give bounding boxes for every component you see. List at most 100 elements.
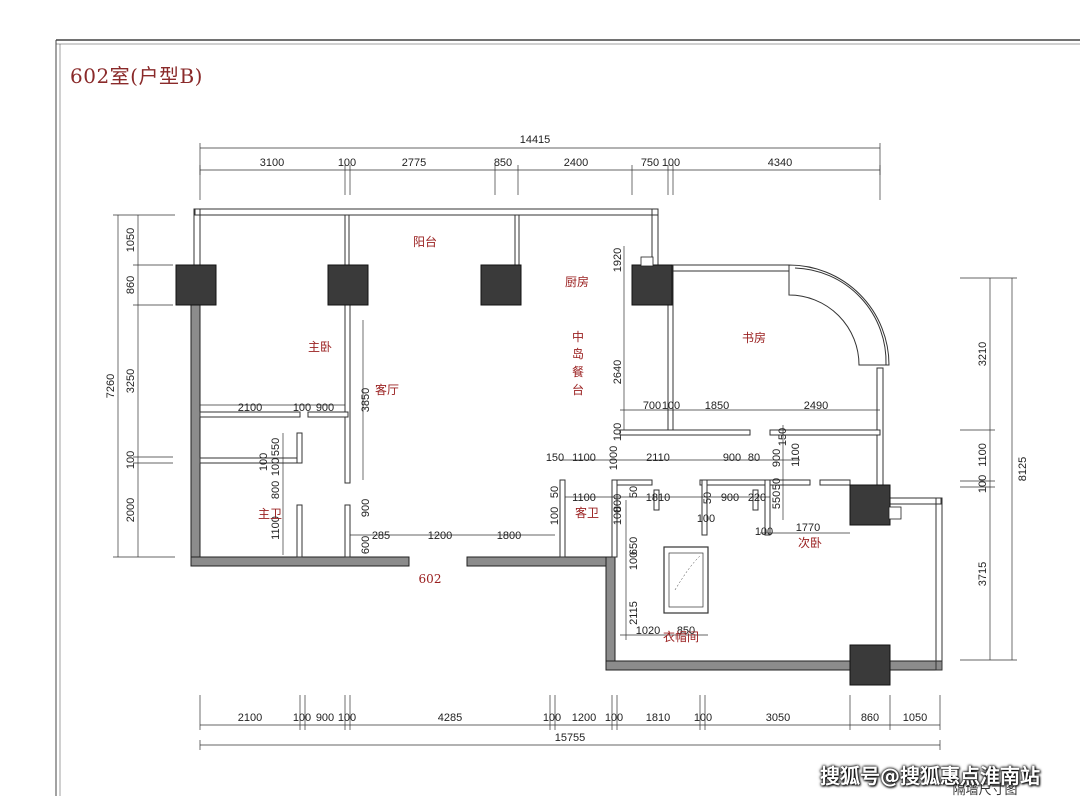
dim-top-4: 2400	[564, 157, 588, 169]
bedroom-window-north	[888, 497, 942, 505]
label-living-room: 客厅	[375, 382, 399, 397]
dim-living-v: 3850	[360, 388, 372, 412]
dim-v100c: 100	[628, 552, 640, 570]
label-island-2: 餐	[572, 364, 584, 379]
column-2	[327, 264, 369, 306]
dim-w650: 650	[628, 537, 640, 555]
dim-w850: 850	[677, 625, 695, 637]
dim-w2115: 2115	[628, 601, 640, 625]
dim-v1100: 1100	[790, 443, 802, 467]
dim-v100s-2: 100	[697, 513, 715, 525]
dim-bottom-11: 860	[861, 712, 879, 724]
dim-b1200: 1200	[428, 530, 452, 542]
second-bedroom-west-wall	[764, 479, 771, 536]
south-wall-mid	[466, 556, 616, 567]
dimension-lines	[113, 143, 1017, 750]
dim-top-total: 14415	[520, 134, 551, 146]
wardrobe-east-wall	[701, 479, 708, 536]
label-island-1: 岛	[572, 346, 584, 361]
label-master-bedroom: 主卧	[308, 340, 332, 354]
dim-study-3: 2490	[804, 400, 828, 412]
dim-mid-2: 1000	[608, 446, 620, 470]
column-3	[480, 264, 522, 306]
column-6	[849, 644, 891, 686]
label-island-0: 中	[572, 329, 584, 344]
dim-left-0: 1050	[125, 228, 137, 252]
dim-bottom-8: 1810	[646, 712, 670, 724]
master-bath-east-wall	[296, 504, 303, 558]
guest-bath-west-wall	[559, 479, 566, 558]
dim-top-5: 750	[641, 157, 659, 169]
dim-left-2: 3250	[125, 369, 137, 393]
dim-left-1: 860	[125, 276, 137, 294]
dim-mid-4: 900	[723, 452, 741, 464]
dim-low-3: 220	[748, 492, 766, 504]
dim-left-3: 100	[125, 451, 137, 469]
dim-right-0: 3210	[977, 342, 989, 366]
dim-mbath-3: 800	[270, 481, 282, 499]
dim-mid-0: 150	[546, 452, 564, 464]
dim-bottom-6: 1200	[572, 712, 596, 724]
dim-bottom-4: 4285	[438, 712, 462, 724]
dim-bottom-1: 100	[293, 712, 311, 724]
dim-bottom-2: 900	[316, 712, 334, 724]
balcony-window-north	[194, 208, 659, 216]
dim-low-1: 1810	[646, 492, 670, 504]
dim-island-v: 2640	[612, 360, 624, 384]
dim-mb-1: 100	[293, 402, 311, 414]
bedroom-window-east	[935, 497, 943, 671]
dim-b285: 285	[372, 530, 390, 542]
dim-right-outer: 8125	[1017, 457, 1029, 481]
label-balcony: 阳台	[413, 234, 437, 249]
south-wall-right	[605, 660, 943, 671]
dim-top-6: 100	[662, 157, 680, 169]
label-island-3: 台	[572, 382, 584, 397]
master-bath-north-wall	[199, 457, 301, 464]
study-window-north	[672, 264, 790, 272]
dim-mbath-0: 550	[270, 438, 282, 456]
dim-bottom-total: 15755	[555, 732, 586, 744]
label-master-bath: 主卫	[258, 507, 282, 521]
dim-v100a: 100	[612, 423, 624, 441]
dim-bottom-7: 100	[605, 712, 623, 724]
wardrobe-west-wall	[605, 556, 616, 671]
walls	[175, 208, 943, 686]
dim-v800: 800	[612, 494, 624, 512]
dim-low-0: 1100	[572, 492, 596, 504]
master-bedroom-south-wall	[199, 411, 301, 418]
dim-top-1: 100	[338, 157, 356, 169]
guest-bath-east-wall	[611, 479, 618, 558]
dim-mbath-2: 100	[270, 458, 282, 476]
dim-bottom-12: 1050	[903, 712, 927, 724]
label-guest-bath: 客卫	[575, 505, 599, 520]
dim-top-2: 2775	[402, 157, 426, 169]
dim-left-4: 2000	[125, 498, 137, 522]
label-partition-dimension-drawing: 隔墙尺寸图	[952, 783, 1017, 796]
sheet-frame	[55, 39, 1080, 796]
balcony-partition-1	[344, 214, 350, 266]
dim-mid-1: 1100	[572, 452, 596, 464]
column-5	[849, 484, 891, 526]
dim-right-1: 1100	[977, 443, 989, 467]
dim-top-0: 3100	[260, 157, 284, 169]
west-wall	[190, 299, 201, 567]
dim-mid-5: 80	[748, 452, 760, 464]
room-labels: 阳台 厨房 主卧 客厅 中 岛 餐 台 书房 主卫 客卫 次卧 衣帽间 602	[258, 234, 822, 644]
column-4	[631, 264, 673, 306]
dim-v50-1: 50	[628, 486, 640, 498]
dim-bottom-10: 3050	[766, 712, 790, 724]
dim-v100b: 100	[755, 526, 773, 538]
dim-bottom-9: 100	[694, 712, 712, 724]
dim-v1770: 1770	[796, 522, 820, 534]
dim-top-7: 4340	[768, 157, 792, 169]
dim-left-outer: 7260	[105, 374, 117, 398]
label-unit-number: 602	[419, 572, 442, 586]
dim-mb-0: 2100	[238, 402, 262, 414]
dim-top-3: 850	[494, 157, 512, 169]
study-window-east	[876, 367, 884, 487]
dim-door-900: 900	[360, 499, 372, 517]
label-wardrobe: 衣帽间	[663, 629, 699, 644]
dim-right-2: 100	[977, 475, 989, 493]
label-second-bedroom: 次卧	[798, 536, 822, 550]
